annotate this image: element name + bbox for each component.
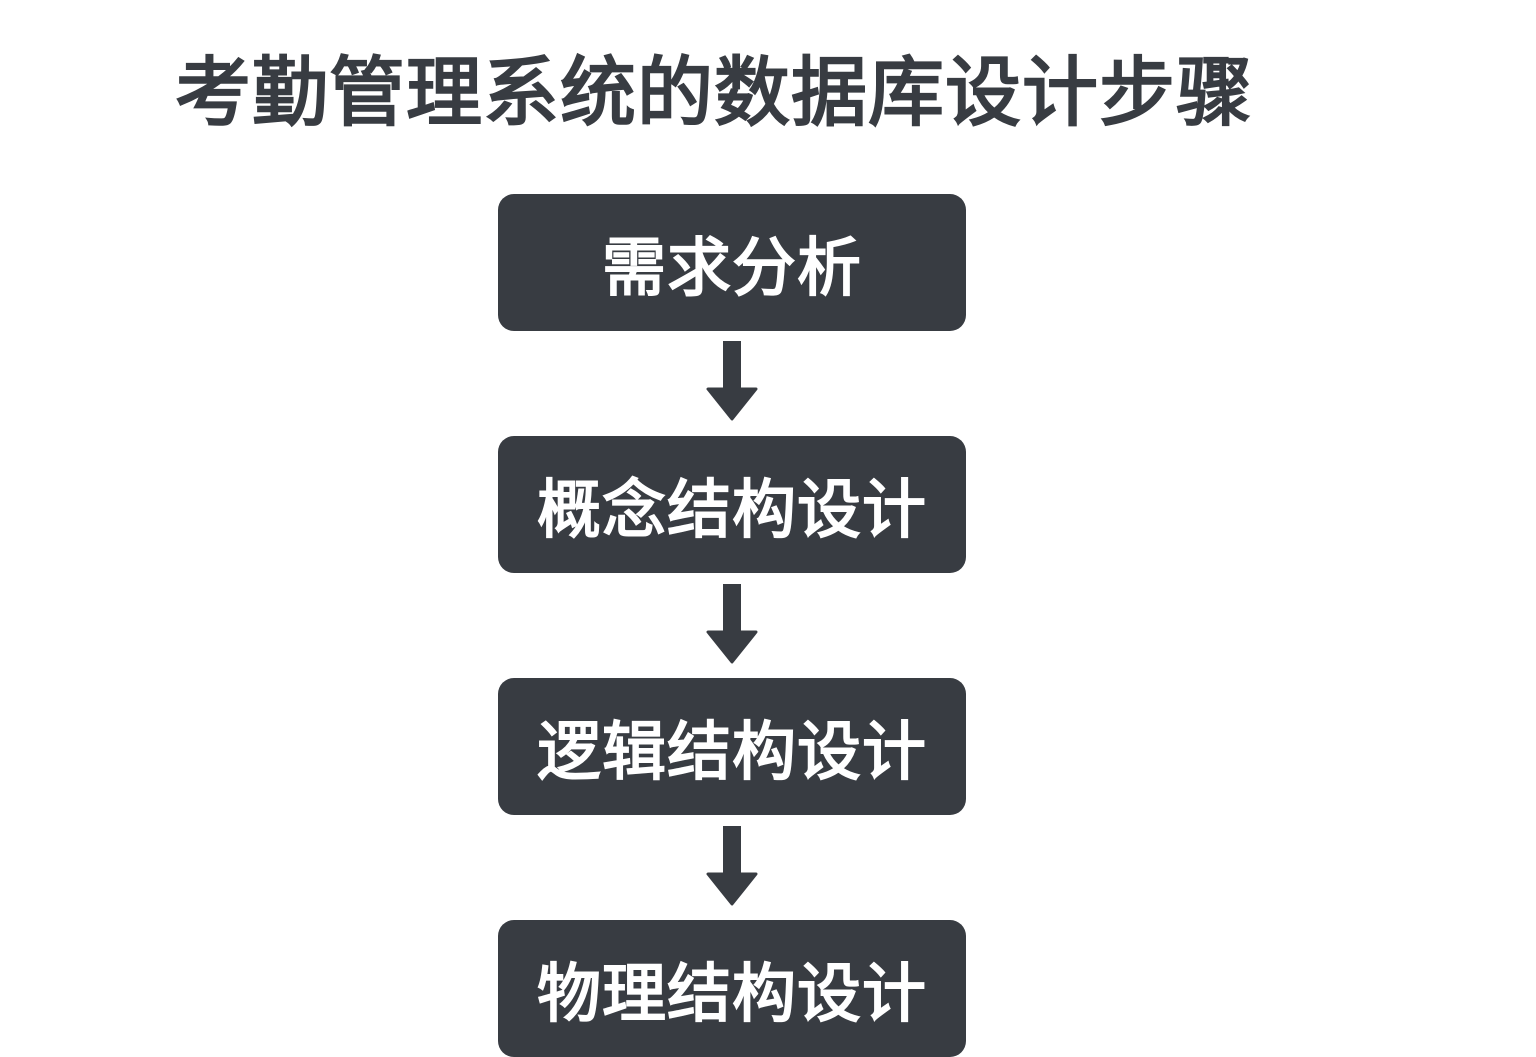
step-box-conceptual-design: 概念结构设计 — [498, 436, 966, 573]
step-label: 逻辑结构设计 — [537, 715, 927, 790]
flowchart: 需求分析 概念结构设计 逻辑结构设计 物理结构设计 — [498, 194, 966, 1057]
step-box-logical-design: 逻辑结构设计 — [498, 678, 966, 815]
step-box-requirements-analysis: 需求分析 — [498, 194, 966, 331]
arrow-down-icon — [706, 826, 758, 906]
arrow-down-icon — [706, 341, 758, 421]
arrow-down-icon — [706, 584, 758, 664]
page-title: 考勤管理系统的数据库设计步骤 — [175, 48, 1253, 137]
step-label: 需求分析 — [602, 231, 862, 306]
step-label: 物理结构设计 — [537, 957, 927, 1032]
step-box-physical-design: 物理结构设计 — [498, 920, 966, 1057]
step-label: 概念结构设计 — [537, 473, 927, 548]
